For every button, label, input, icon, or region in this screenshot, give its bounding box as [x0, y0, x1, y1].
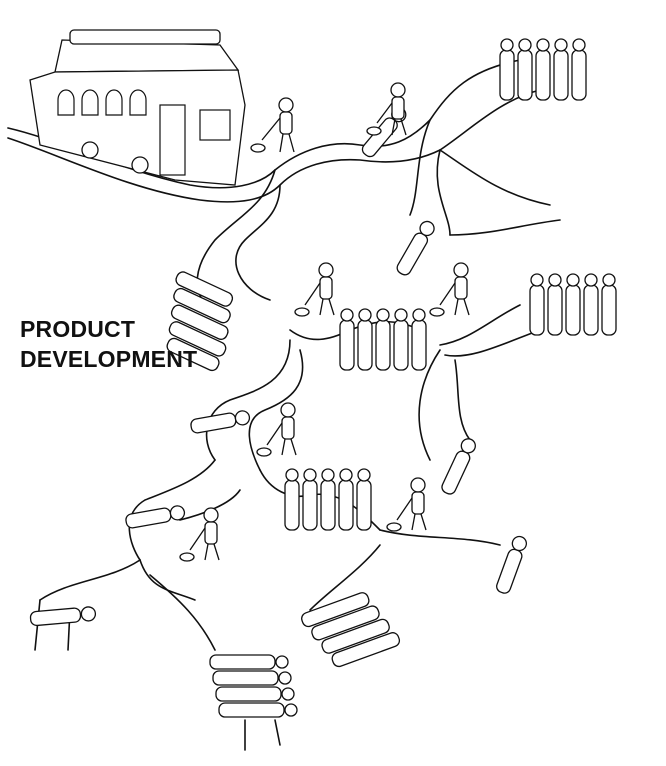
caption-line-1: PRODUCT	[20, 316, 136, 342]
tied-person	[553, 38, 569, 101]
caption-line-2: DEVELOPMENT	[20, 346, 198, 372]
tied-person	[535, 38, 551, 101]
caption: PRODUCT DEVELOPMENT	[20, 314, 197, 374]
lever-pullers	[179, 82, 470, 562]
people-on-tracks	[29, 38, 617, 718]
tied-person	[499, 38, 515, 101]
trolley	[29, 29, 246, 186]
tied-person	[571, 38, 587, 101]
tied-person	[517, 38, 533, 101]
